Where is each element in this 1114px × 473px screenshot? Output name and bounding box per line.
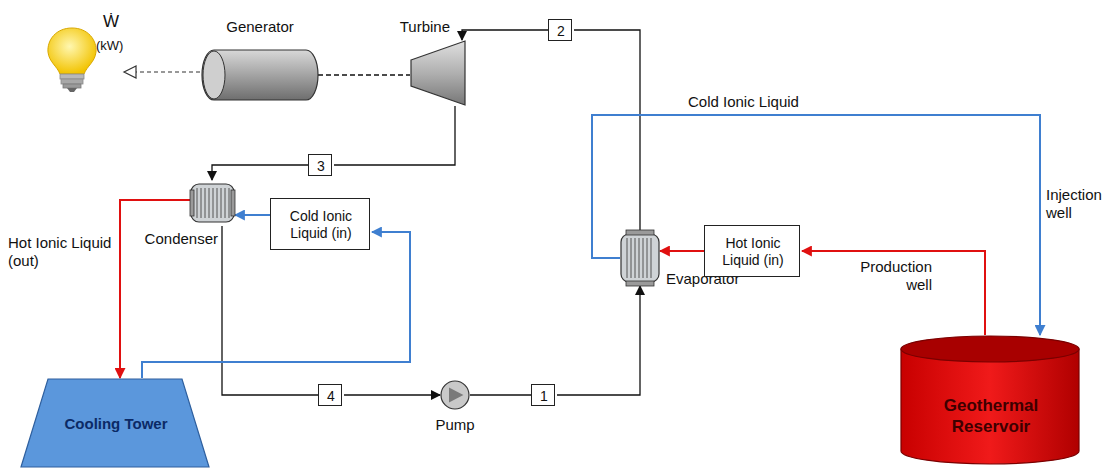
flow-connector [222,226,318,395]
geothermal-reservoir: Geothermal Reservoir [900,335,1082,467]
flow-connector [574,30,640,230]
node-label: Cold Ionic Liquid (in) [270,198,372,252]
node-label: Turbine [390,18,450,36]
state-point-box: 4 [318,384,344,408]
flow-connector [334,106,455,165]
state-point-box: 2 [548,19,574,43]
pump-shape [441,381,469,409]
power-symbol: Ẇ [103,12,133,32]
flow-connector [142,232,410,378]
node-label: Geothermal Reservoir [900,335,1082,467]
fluid-inlet-box: Hot Ionic Liquid (in) [704,225,802,279]
flow-label: Cold Ionic Liquid [688,93,848,111]
flow-connector [660,250,704,252]
state-point-box: 3 [308,154,334,178]
generator: Generator [202,50,318,100]
node-label: 2 [548,19,574,43]
flow-connector [462,30,548,40]
node-label: Hot Ionic Liquid (in) [704,225,802,279]
node-label: Pump [420,416,490,434]
hexh-shape [190,184,235,222]
node-label: 3 [308,154,334,178]
flow-connector [318,74,410,75]
well-label: Injection well [1046,186,1110,222]
power-output-arrow [124,66,200,78]
flow-connector [592,115,1040,335]
node-label: Condenser [138,230,218,248]
state-point-box: 1 [531,384,557,408]
cooling-tower: Cooling Tower [20,378,212,470]
node-outline [190,180,235,226]
node-label: Cooling Tower [20,378,212,470]
flow-connector [557,286,640,395]
pump: Pump [440,380,470,410]
light-bulb-icon [48,28,96,92]
well-label: Production well [840,258,932,294]
flow-connector [120,200,190,378]
flow-connector [235,214,270,216]
hexv-shape [621,230,659,286]
node-outline [620,230,660,286]
fluid-inlet-box: Cold Ionic Liquid (in) [270,198,372,252]
flow-connector [470,394,531,395]
condenser: Condenser [190,180,235,226]
unit-label: (kW) [96,38,140,54]
flow-connector [802,251,985,335]
flow-label: Hot Ionic Liquid (out) [8,234,112,270]
flow-connector [212,165,308,180]
turbine: Turbine [410,40,466,106]
flow-connector [344,394,440,395]
evaporator: Evaporator [620,230,660,286]
cylh-shape [202,50,318,100]
node-outline [202,50,318,100]
turbine-shape [411,41,465,105]
node-outline [440,380,470,410]
node-label: 1 [531,384,557,408]
node-label: 4 [318,384,344,408]
node-outline [410,40,466,106]
node-label: Generator [192,18,328,36]
